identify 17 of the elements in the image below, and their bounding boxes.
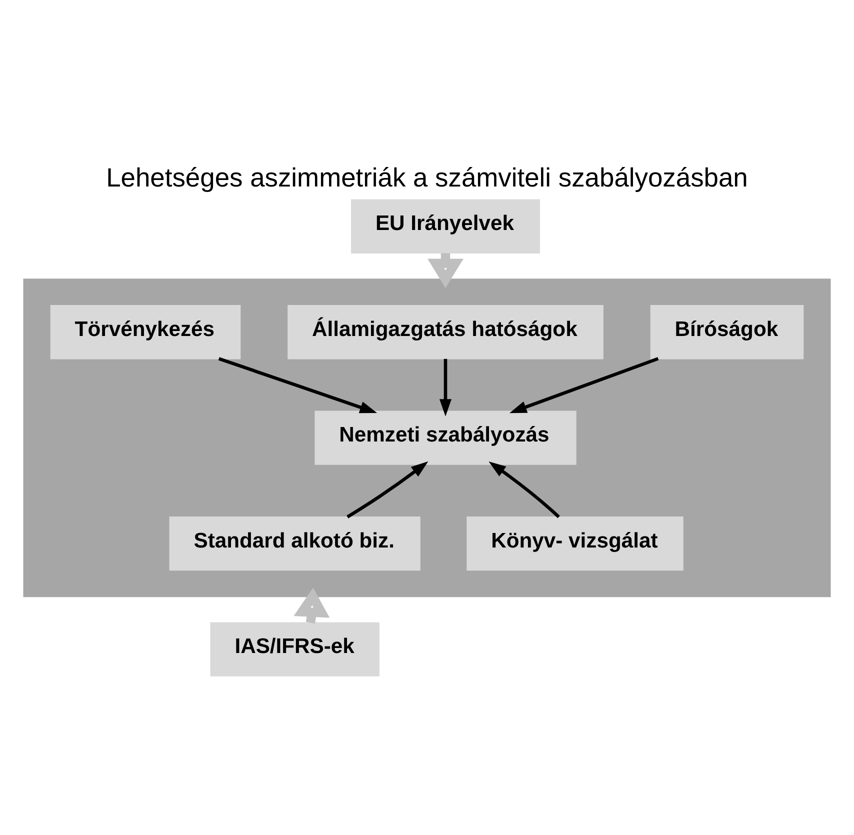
node-box: Államigazgatás hatóságok bbox=[288, 304, 604, 359]
arrow bbox=[218, 356, 378, 413]
arrow bbox=[346, 460, 428, 518]
arrow bbox=[294, 587, 330, 624]
node-box: Könyv- vizsgálat bbox=[466, 516, 684, 570]
arrow bbox=[488, 460, 560, 518]
cluster bbox=[23, 278, 831, 597]
arrow bbox=[509, 356, 659, 413]
node-box: Törvénykezés bbox=[50, 304, 241, 359]
arrow bbox=[439, 358, 452, 416]
node-box: Standard alkotó biz. bbox=[169, 516, 420, 570]
node-box: Nemzeti szabályozás bbox=[314, 410, 576, 464]
arrow bbox=[428, 252, 464, 288]
node-box: IAS/IFRS-ek bbox=[210, 622, 380, 676]
node-box: Bíróságok bbox=[650, 304, 804, 359]
diagram-title: Lehetséges aszimmetriák a számviteli szabályozásban bbox=[106, 162, 748, 192]
node-box: EU Irányelvek bbox=[351, 198, 540, 253]
